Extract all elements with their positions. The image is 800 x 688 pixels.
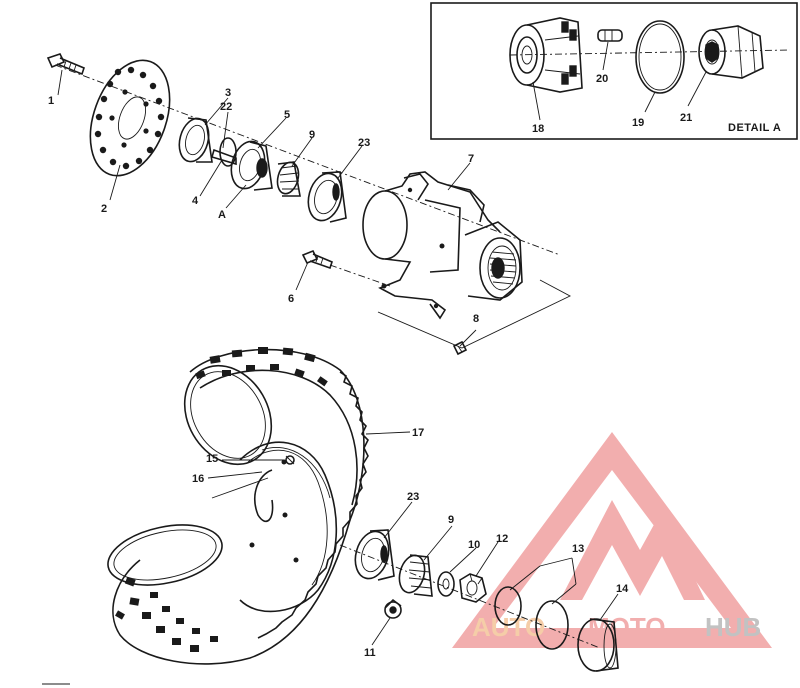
part-12-castle-nut <box>459 573 487 603</box>
label-part-20: 20 <box>596 73 608 85</box>
label-part-21: 21 <box>680 112 692 124</box>
part-3-seal <box>178 117 213 163</box>
label-part-19: 19 <box>632 117 644 129</box>
label-part-4: 4 <box>192 195 199 207</box>
label-ref-a: A <box>218 209 226 221</box>
part-5-bearing-cup <box>230 140 273 191</box>
detail-a-frame <box>430 2 798 140</box>
part-2-brake-disc <box>89 59 171 177</box>
label-part-22: 22 <box>220 101 232 113</box>
part-8-clip <box>377 279 571 356</box>
detail-a-title: DETAIL A <box>728 122 781 134</box>
part-23-race-upper <box>307 171 347 223</box>
label-part-23-lower: 23 <box>407 491 419 503</box>
part-9-bearing-lower <box>398 554 433 597</box>
label-part-16: 16 <box>192 473 204 485</box>
part-9-bearing-upper <box>276 161 301 197</box>
label-part-10: 10 <box>468 539 480 551</box>
watermark-word-auto: AUTO <box>472 612 545 642</box>
label-part-5: 5 <box>284 109 290 121</box>
label-part-2: 2 <box>101 203 107 215</box>
part-10-washer <box>437 571 455 597</box>
part-7-wheel-hub <box>362 171 523 320</box>
label-part-13: 13 <box>572 543 584 555</box>
watermark-word-hub: HUB <box>705 612 761 642</box>
part-15-valve <box>285 455 295 465</box>
label-part-9-lower: 9 <box>448 514 454 526</box>
part-labels: 1 2 3 22 5 9 23 4 A 7 6 8 17 15 16 23 9 … <box>48 87 629 659</box>
part-21-hex-nut <box>698 25 764 79</box>
label-part-9-upper: 9 <box>309 129 315 141</box>
part-6-stud-bolt <box>301 249 391 287</box>
label-part-18: 18 <box>532 123 544 135</box>
part-1-bolt <box>46 53 85 76</box>
label-part-23-upper: 23 <box>358 137 370 149</box>
label-part-15: 15 <box>206 453 218 465</box>
label-part-7: 7 <box>468 153 474 165</box>
part-16-wheel-rim <box>239 441 338 613</box>
part-17-tire <box>112 347 369 665</box>
label-part-3: 3 <box>225 87 231 99</box>
part-20-pin <box>597 29 623 42</box>
label-part-8: 8 <box>473 313 479 325</box>
part-23-race-lower <box>354 529 395 581</box>
watermark-word-moto: MOTO <box>588 612 666 642</box>
tire-bead-lower <box>107 524 223 586</box>
leader-lines <box>57 69 619 646</box>
watermark-m-shape <box>560 500 705 600</box>
part-13-o-rings <box>494 586 569 650</box>
label-part-17: 17 <box>412 427 424 439</box>
label-part-1: 1 <box>48 95 54 107</box>
watermark-triangle <box>452 432 772 648</box>
label-part-11: 11 <box>364 647 376 659</box>
label-part-6: 6 <box>288 293 294 305</box>
part-11-spacer <box>384 598 402 619</box>
part-19-ring <box>635 20 685 94</box>
detail-a-panel: 18 20 19 21 DETAIL A <box>430 2 798 140</box>
part-14-hub-cap <box>577 618 619 672</box>
label-part-14: 14 <box>616 583 629 595</box>
label-part-12: 12 <box>496 533 508 545</box>
watermark-logo: AUTO MOTO HUB <box>452 432 772 648</box>
